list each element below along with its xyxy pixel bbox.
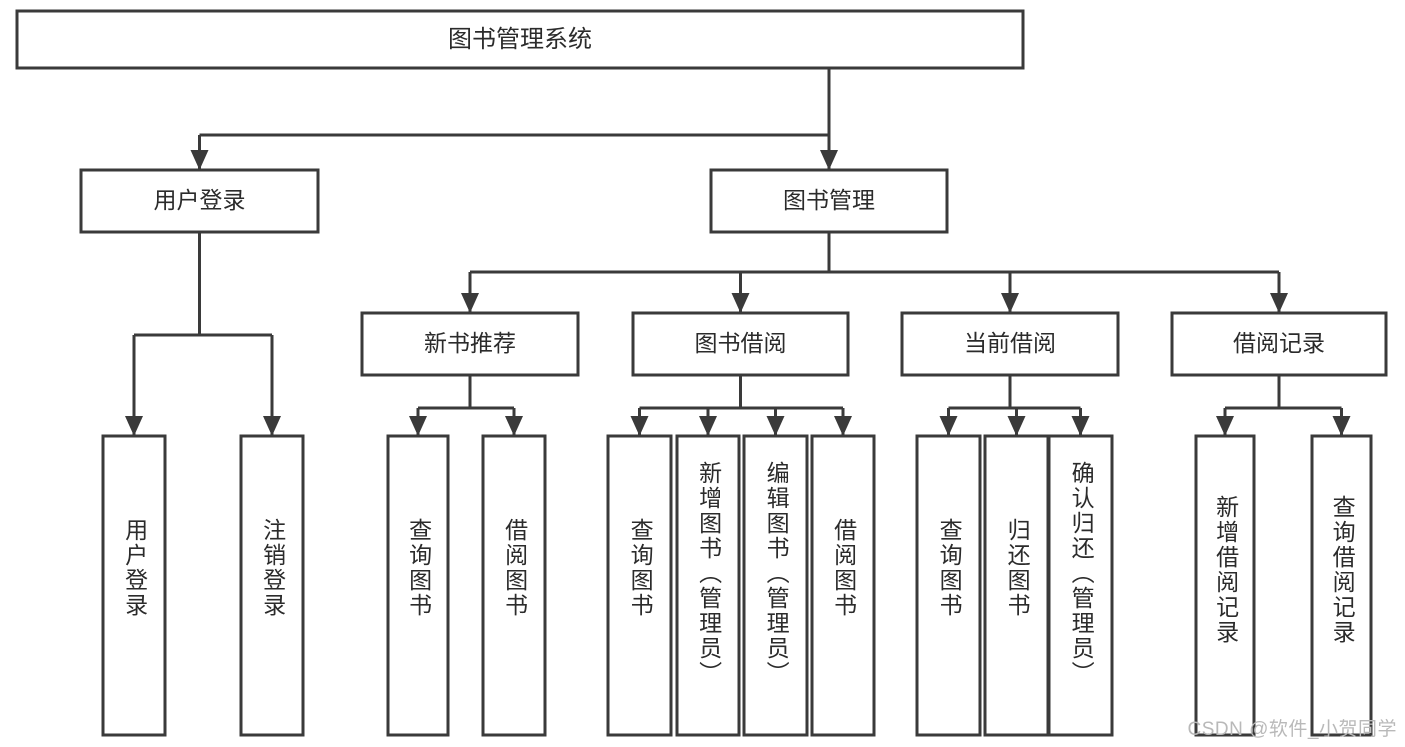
node-box-leaf-5[interactable] — [675, 434, 741, 737]
node-box-leaf-7[interactable] — [810, 434, 876, 737]
node-box-leaf-8[interactable] — [915, 434, 982, 737]
node-box-leaf-9[interactable] — [983, 434, 1050, 737]
arrow-head-icon — [1001, 293, 1019, 313]
node-label-root: 图书管理系统 — [448, 26, 592, 53]
arrow-head-icon — [699, 416, 717, 436]
node-box-leaf-12[interactable] — [1310, 434, 1373, 737]
node-box-level2-0[interactable] — [79, 168, 320, 234]
node-box-leaf-2[interactable] — [386, 434, 450, 737]
arrow-head-icon — [409, 416, 427, 436]
node-label-level3-3: 借阅记录 — [1233, 330, 1325, 356]
connector-layer — [125, 68, 1351, 436]
arrow-head-icon — [630, 416, 649, 436]
arrow-head-icon — [939, 416, 958, 436]
arrow-head-icon — [820, 150, 838, 170]
node-box-level3-2[interactable] — [900, 311, 1120, 377]
node-box-leaf-11[interactable] — [1194, 434, 1256, 737]
node-box-root[interactable] — [15, 9, 1025, 70]
arrow-head-icon — [1270, 293, 1288, 313]
node-label-level2-1: 图书管理 — [783, 187, 875, 213]
node-box-leaf-3[interactable] — [481, 434, 547, 737]
node-box-leaf-10[interactable] — [1047, 434, 1114, 737]
node-box-level3-1[interactable] — [631, 311, 850, 377]
node-box-leaf-6[interactable] — [742, 434, 809, 737]
arrow-head-icon — [190, 150, 209, 170]
arrow-head-icon — [731, 293, 750, 313]
arrow-head-icon — [834, 416, 852, 436]
arrow-head-icon — [125, 416, 143, 436]
node-box-leaf-0[interactable] — [101, 434, 167, 737]
node-label-level3-1: 图书借阅 — [695, 330, 787, 356]
node-box-leaf-4[interactable] — [606, 434, 673, 737]
watermark-text: CSDN @软件_小贺同学 — [1187, 719, 1397, 740]
arrow-head-icon — [1216, 416, 1234, 436]
node-box-level2-1[interactable] — [709, 168, 949, 234]
arrow-head-icon — [461, 293, 479, 313]
arrow-head-icon — [263, 416, 281, 436]
arrow-head-icon — [1332, 416, 1351, 436]
node-box-level3-0[interactable] — [360, 311, 580, 377]
arrow-head-icon — [1071, 416, 1090, 436]
arrow-head-icon — [766, 416, 785, 436]
node-label-level3-2: 当前借阅 — [964, 330, 1056, 356]
node-box-leaf-1[interactable] — [239, 434, 305, 737]
arrow-head-icon — [1007, 416, 1026, 436]
node-label-level3-0: 新书推荐 — [424, 330, 516, 356]
arrow-head-icon — [505, 416, 523, 436]
node-box-level3-3[interactable] — [1170, 311, 1388, 377]
node-label-level2-0: 用户登录 — [154, 187, 246, 213]
